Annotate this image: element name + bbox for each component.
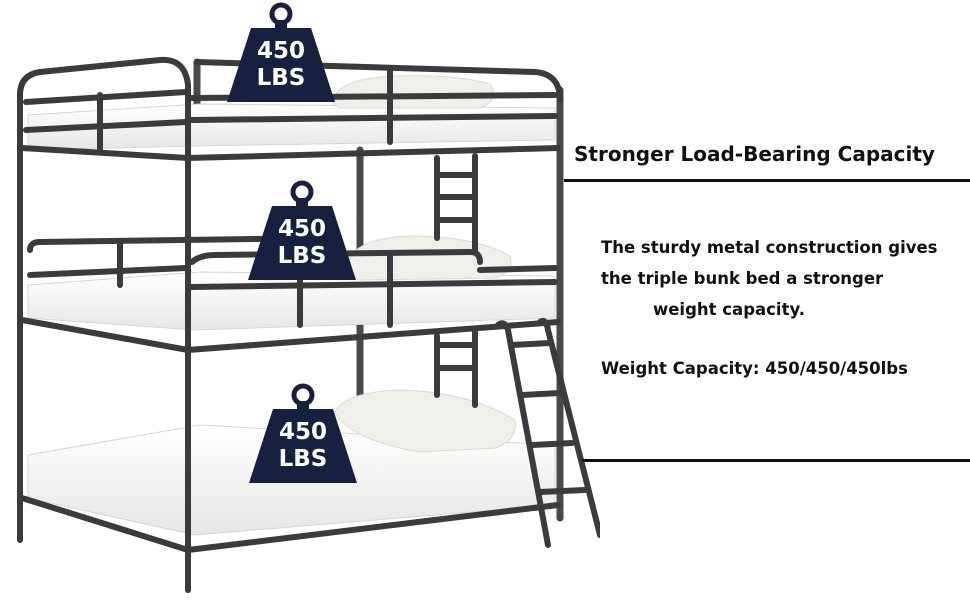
weight-icon [249,383,357,483]
weight-badge-top: 450 LBS [225,2,337,102]
divider-bottom [582,459,970,462]
feature-description: The sturdy metal construction gives the … [601,232,938,325]
weight-unit: LBS [278,446,328,472]
weight-unit: LBS [277,243,327,269]
description-line: the triple bunk bed a stronger [601,269,884,288]
weight-icon [227,2,335,102]
description-line: The sturdy metal construction gives [601,238,938,257]
weight-icon [248,180,356,280]
description-line: weight capacity. [653,300,805,319]
weight-badge-bottom: 450 LBS [247,383,359,483]
divider-top [564,179,970,182]
weight-number: 450 [278,419,327,445]
feature-heading: Stronger Load-Bearing Capacity [574,142,935,166]
weight-number: 450 [256,38,305,64]
weight-badge-middle: 450 LBS [246,180,358,280]
weight-capacity-text: Weight Capacity: 450/450/450lbs [601,359,908,378]
weight-unit: LBS [256,65,306,91]
weight-number: 450 [277,216,326,242]
